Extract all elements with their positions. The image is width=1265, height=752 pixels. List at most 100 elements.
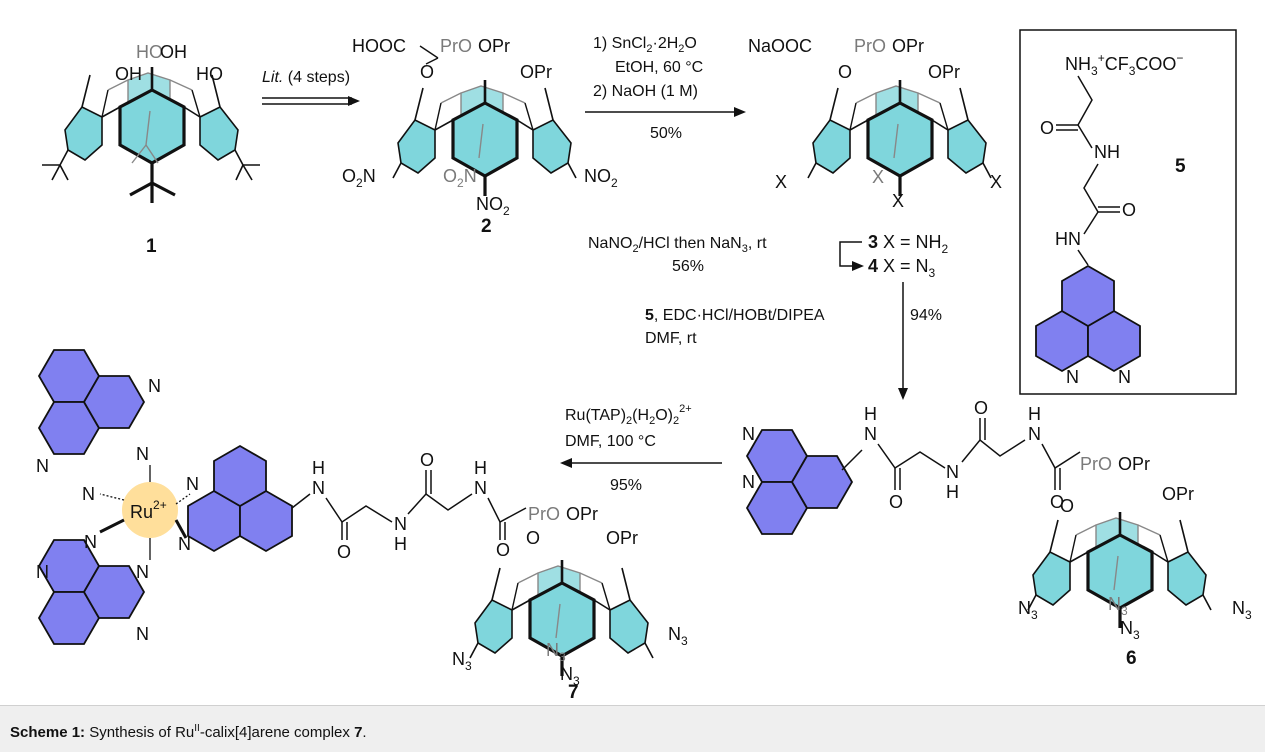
compound-7-h-3: H: [474, 458, 487, 478]
step-1-conditions: Lit. (4 steps): [262, 69, 350, 86]
compound-6-o-2: O: [974, 398, 988, 418]
step-3-arrow: [839, 241, 862, 267]
compound-7-o-2: O: [420, 450, 434, 470]
scheme-canvas: HO OH OH HO 1 Lit. (4 steps) HOOC PrO OP…: [36, 29, 1252, 703]
compound-6-phenanthroline: [746, 429, 853, 535]
compound-6-n-top: N: [742, 424, 755, 444]
compound-6-o-3: O: [1050, 492, 1064, 512]
ru7-n-4: N: [82, 484, 95, 504]
compound-1-oh-top: OH: [160, 42, 187, 62]
step-5-conditions: DMF, 100 °C: [565, 433, 656, 450]
compound-2-opr-right: OPr: [520, 62, 552, 82]
compound-5-nh: NH: [1094, 142, 1120, 162]
compound-4-def: 4 X = N3: [868, 256, 936, 280]
ru-center: Ru2+: [130, 498, 167, 522]
compound-2-o2n-gray: O2N: [443, 166, 477, 190]
compound-1-ho-right: HO: [196, 64, 223, 84]
compound-2-no2-right: NO2: [584, 166, 618, 190]
phen-ligand: [187, 445, 293, 552]
compound-7-n-2: N: [474, 478, 487, 498]
compound-5-hn: HN: [1055, 229, 1081, 249]
compound-6-n3-bottom: N3: [1120, 618, 1140, 642]
step-2-line3: 2) NaOH (1 M): [593, 83, 698, 100]
compound-5-n-right: N: [1118, 367, 1131, 387]
scheme-caption: Scheme 1: Synthesis of RuII-calix[4]aren…: [10, 723, 367, 741]
step-5-yield: 95%: [610, 477, 642, 494]
compound-1-oh-left: OH: [115, 64, 142, 84]
ru7-n-6: N: [178, 534, 191, 554]
compound-2-no2-bottom: NO2: [476, 194, 510, 218]
step-2-line1: 1) SnCl2·2H2O: [593, 35, 697, 55]
compound-6-n3-gray: N3: [1108, 594, 1128, 618]
step-4-yield: 94%: [910, 307, 942, 324]
step-4-solvent: DMF, rt: [645, 330, 697, 347]
ru7-n-10: N: [136, 624, 149, 644]
ru7-n-7: N: [84, 532, 97, 552]
compound-2-pro: PrO: [440, 36, 472, 56]
compound-6-h-1: H: [864, 404, 877, 424]
compound-7-nh: N: [394, 514, 407, 534]
step-3-reagents: NaNO2/HCl then NaN3, rt: [588, 235, 767, 255]
compound-7-label: 7: [568, 682, 579, 703]
compound-6-h-3: H: [1028, 404, 1041, 424]
compound-3-def: 3 X = NH2: [868, 232, 949, 256]
compound-5-n-left: N: [1066, 367, 1079, 387]
compound-7-o-left: O: [526, 528, 540, 548]
compound-7-n3-gray: N3: [546, 640, 566, 664]
compound-2-structure: [391, 78, 578, 198]
compound-3-x-right: X: [990, 172, 1002, 192]
compound-7-o-1: O: [337, 542, 351, 562]
compound-7-h-2: H: [394, 534, 407, 554]
compound-6-n-2: N: [1028, 424, 1041, 444]
compound-5-phenanthroline: [1035, 265, 1141, 372]
ru-center-glow: [122, 482, 178, 538]
compound-6-n-1: N: [864, 424, 877, 444]
step-3-yield: 56%: [672, 258, 704, 275]
compound-6-o-left: O: [1060, 496, 1074, 516]
compound-7-n3-right: N3: [668, 624, 688, 648]
compound-6-pro: PrO: [1080, 454, 1112, 474]
compound-3-opr-right: OPr: [928, 62, 960, 82]
compound-6-nh: N: [946, 462, 959, 482]
ru7-n-8: N: [36, 562, 49, 582]
caption-text-b: -calix[4]arene complex: [199, 724, 355, 741]
compound-5-o-1: O: [1040, 118, 1054, 138]
caption-bold-num: 7: [354, 724, 363, 741]
compound-5-o-2: O: [1122, 200, 1136, 220]
compound-2-opr-top: OPr: [478, 36, 510, 56]
compound-5-label: 5: [1175, 156, 1186, 177]
compound-6-opr-right: OPr: [1162, 484, 1194, 504]
compound-1-ho-gray: HO: [136, 42, 163, 62]
compound-7-opr-right: OPr: [606, 528, 638, 548]
compound-6-h-2: H: [946, 482, 959, 502]
compound-7-h-1: H: [312, 458, 325, 478]
ru7-n-5: N: [186, 474, 199, 494]
compound-6-o-1: O: [889, 492, 903, 512]
compound-1-structure: [42, 65, 260, 203]
reaction-scheme: HO OH OH HO 1 Lit. (4 steps) HOOC PrO OP…: [36, 29, 1252, 703]
compound-7-pro: PrO: [528, 504, 560, 524]
step-4-reagents: 5, EDC·HCl/HOBt/DIPEA: [645, 307, 825, 324]
caption-bar: Scheme 1: Synthesis of RuII-calix[4]aren…: [0, 705, 1265, 752]
compound-2-hooc: HOOC: [352, 36, 406, 56]
step-5-reagents: Ru(TAP)2(H2O)22+: [565, 403, 692, 427]
compound-3-opr-top: OPr: [892, 36, 924, 56]
ru7-n-9: N: [136, 562, 149, 582]
caption-text-a: Synthesis of Ru: [85, 724, 195, 741]
ru7-n-1: N: [148, 376, 161, 396]
compound-6-n3-right: N3: [1232, 598, 1252, 622]
compound-3-o-left: O: [838, 62, 852, 82]
step-2-yield: 50%: [650, 125, 682, 142]
ru7-n-3: N: [136, 444, 149, 464]
compound-7-n3-left: N3: [452, 649, 472, 673]
compound-7-o-3: O: [496, 540, 510, 560]
compound-3-naooc: NaOOC: [748, 36, 812, 56]
compound-6-label: 6: [1126, 648, 1137, 669]
compound-3-pro: PrO: [854, 36, 886, 56]
caption-end: .: [362, 724, 367, 741]
compound-5-box: [1019, 29, 1237, 395]
compound-2-label: 2: [481, 216, 492, 237]
compound-3-x-left: X: [775, 172, 787, 192]
compound-3-x-gray: X: [872, 167, 884, 187]
tap-ligand-top: [38, 349, 145, 455]
